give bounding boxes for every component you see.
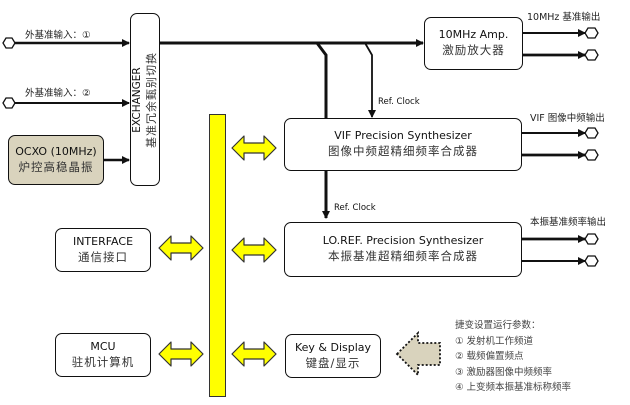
vif-subtitle: 图像中频超精细频率合成器	[328, 144, 478, 159]
exchanger-subtitle: 基准冗余甄别切换	[144, 51, 158, 148]
vif-ref-clock-label: Ref. Clock	[378, 97, 420, 107]
amp-output-label: 10MHz 基准输出	[527, 12, 601, 23]
loref-output-1-port-icon	[584, 233, 599, 245]
loref-synthesizer-block: LO.REF. Precision Synthesizer 本振基准超精细频率合…	[284, 222, 522, 277]
loref-title: LO.REF. Precision Synthesizer	[322, 234, 484, 248]
vif-title: VIF Precision Synthesizer	[334, 129, 472, 143]
amp-title: 10MHz Amp.	[438, 28, 509, 42]
input-1-connector	[2, 37, 130, 49]
key-display-subtitle: 键盘/显示	[305, 355, 361, 370]
key-display-block: Key & Display 键盘/显示	[285, 334, 381, 378]
amp-subtitle: 激励放大器	[442, 43, 505, 58]
mcu-title: MCU	[90, 339, 116, 353]
vif-ref-branch	[364, 42, 376, 118]
mcu-subtitle: 驻机计算机	[71, 354, 135, 369]
parameter-item: ③ 激励器图像中频频率	[455, 366, 553, 378]
loref-output-2-port-icon	[584, 255, 599, 267]
parameter-input-arrow-icon	[395, 330, 441, 378]
vif-output-label: VIF 图像中频输出	[530, 113, 605, 124]
parameter-item: ① 发射机工作频道	[455, 335, 534, 347]
interface-subtitle: 通信接口	[78, 249, 128, 264]
interface-title: INTERFACE	[72, 234, 134, 248]
parameter-item: ④ 上变频本振基准标称频率	[455, 382, 572, 393]
interface-block: INTERFACE 通信接口	[55, 228, 151, 272]
parameter-heading: 捷变设置运行参数：	[455, 320, 541, 331]
key-display-title: Key & Display	[294, 340, 372, 354]
control-bus	[209, 114, 226, 397]
mcu-block: MCU 驻机计算机	[55, 333, 151, 377]
input-1-label: 外基准输入：①	[25, 30, 91, 41]
parameter-item: ② 载频偏置频点	[455, 351, 524, 362]
amp-output-2-port-icon	[584, 49, 599, 61]
parameter-list: 捷变设置运行参数： ① 发射机工作频道 ② 载频偏置频点 ③ 激励器图像中频频率…	[455, 318, 571, 396]
mcu-bus-double-arrow-icon	[158, 341, 204, 367]
vif-output-1-port-icon	[584, 127, 599, 139]
interface-bus-double-arrow-icon	[158, 235, 204, 261]
ocxo-subtitle: 炉控高稳晶振	[18, 159, 94, 174]
vif-output-2-port-icon	[584, 149, 599, 161]
input-2-port-icon	[2, 97, 16, 109]
ocxo-block: OCXO (10MHz) 炉控高稳晶振	[8, 135, 104, 185]
loref-bus-double-arrow-icon	[231, 237, 277, 263]
loref-subtitle: 本振基准超精细频率合成器	[328, 249, 478, 264]
input-2-label: 外基准输入：②	[25, 88, 91, 99]
ocxo-title: OCXO (10MHz)	[15, 144, 97, 158]
amp-block: 10MHz Amp. 激励放大器	[424, 17, 523, 70]
keydisplay-bus-double-arrow-icon	[231, 341, 277, 367]
loref-ref-clock-label: Ref. Clock	[334, 203, 376, 213]
vif-bus-double-arrow-icon	[231, 135, 277, 161]
amp-output-1-port-icon	[584, 27, 599, 39]
vif-synthesizer-block: VIF Precision Synthesizer 图像中频超精细频率合成器	[284, 118, 522, 171]
loref-output-label: 本振基准频率输出	[530, 217, 607, 228]
exchanger-title: EXCHANGER	[131, 66, 144, 133]
exchanger-block: EXCHANGER 基准冗余甄别切换	[130, 13, 160, 186]
input-2-connector	[2, 97, 130, 109]
input-1-port-icon	[2, 37, 16, 49]
